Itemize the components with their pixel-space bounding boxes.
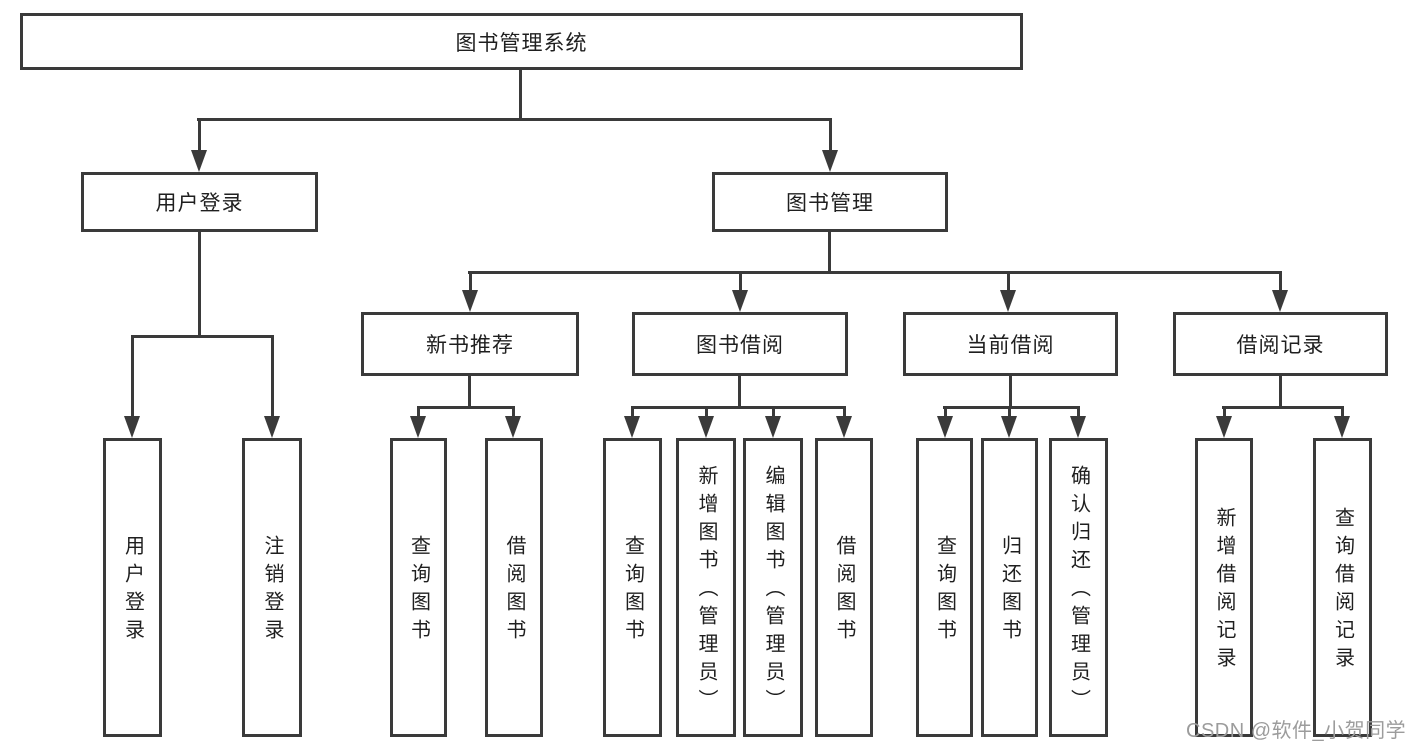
arrow-down-icon <box>765 416 781 438</box>
arrow-stem <box>1006 271 1010 298</box>
connector-new-book-drop <box>468 376 471 409</box>
arrow-stem <box>943 406 947 424</box>
node-root: 图书管理系统 <box>20 13 1023 70</box>
arrow-down-icon <box>264 416 280 438</box>
leaf-query-book-borrowing: 查询图书 <box>603 438 662 737</box>
arrow-down-icon <box>505 416 521 438</box>
leaf-borrow-book-newbook: 借阅图书 <box>485 438 543 737</box>
leaf-query-borrow-record: 查询借阅记录 <box>1313 438 1372 737</box>
arrow-stem <box>704 406 708 424</box>
arrow-down-icon <box>1216 416 1232 438</box>
arrow-stem <box>416 406 420 424</box>
arrow-stem <box>130 335 134 424</box>
leaf-return-book: 归还图书 <box>981 438 1038 737</box>
arrow-down-icon <box>124 416 140 438</box>
node-new-book-recommend: 新书推荐 <box>361 312 579 376</box>
arrow-down-icon <box>191 150 207 172</box>
arrow-down-icon <box>462 290 478 312</box>
arrow-down-icon <box>624 416 640 438</box>
arrow-stem <box>1222 406 1226 424</box>
arrow-stem <box>738 271 742 298</box>
connector-user-login-horizontal <box>131 335 274 338</box>
arrow-down-icon <box>698 416 714 438</box>
arrow-down-icon <box>1000 290 1016 312</box>
arrow-stem <box>270 335 274 424</box>
leaf-add-book-admin: 新增图书（管理员） <box>676 438 736 737</box>
watermark: CSDN @软件_小贺同学 <box>1186 720 1405 742</box>
arrow-down-icon <box>1334 416 1350 438</box>
leaf-confirm-return-admin: 确认归还（管理员） <box>1049 438 1108 737</box>
leaf-query-book-current: 查询图书 <box>916 438 973 737</box>
arrow-stem <box>828 118 832 158</box>
arrow-stem <box>1278 271 1282 298</box>
leaf-add-borrow-record: 新增借阅记录 <box>1195 438 1253 737</box>
arrow-stem <box>630 406 634 424</box>
arrow-down-icon <box>1070 416 1086 438</box>
leaf-borrow-book-borrowing: 借阅图书 <box>815 438 873 737</box>
arrow-stem <box>1007 406 1011 424</box>
node-borrowing-records: 借阅记录 <box>1173 312 1388 376</box>
arrow-stem <box>771 406 775 424</box>
leaf-edit-book-admin: 编辑图书（管理员） <box>743 438 803 737</box>
node-user-login: 用户登录 <box>81 172 318 232</box>
arrow-stem <box>1076 406 1080 424</box>
arrow-down-icon <box>836 416 852 438</box>
node-book-management: 图书管理 <box>712 172 948 232</box>
arrow-stem <box>842 406 846 424</box>
connector-root-horizontal <box>197 118 832 121</box>
connector-current-borrow-horizontal <box>943 406 1080 409</box>
leaf-query-book-newbook: 查询图书 <box>390 438 447 737</box>
arrow-stem <box>1340 406 1344 424</box>
connector-level3-horizontal <box>468 271 1282 274</box>
arrow-stem <box>468 271 472 298</box>
connector-current-borrow-drop <box>1009 376 1012 409</box>
arrow-stem <box>197 118 201 158</box>
arrow-stem <box>511 406 515 424</box>
arrow-down-icon <box>937 416 953 438</box>
leaf-user-login: 用户登录 <box>103 438 162 737</box>
arrow-down-icon <box>1001 416 1017 438</box>
node-book-borrowing: 图书借阅 <box>632 312 848 376</box>
connector-book-borrow-horizontal <box>631 406 846 409</box>
connector-book-borrow-drop <box>738 376 741 409</box>
connector-borrow-record-drop <box>1279 376 1282 409</box>
arrow-down-icon <box>1272 290 1288 312</box>
arrow-down-icon <box>732 290 748 312</box>
arrow-down-icon <box>822 150 838 172</box>
connector-user-login-drop <box>198 232 201 338</box>
node-current-borrowing: 当前借阅 <box>903 312 1118 376</box>
arrow-down-icon <box>410 416 426 438</box>
connector-book-management-drop <box>828 232 831 274</box>
connector-new-book-horizontal <box>417 406 515 409</box>
connector-borrow-record-horizontal <box>1222 406 1344 409</box>
leaf-logout: 注销登录 <box>242 438 302 737</box>
connector-root-drop <box>519 70 522 120</box>
